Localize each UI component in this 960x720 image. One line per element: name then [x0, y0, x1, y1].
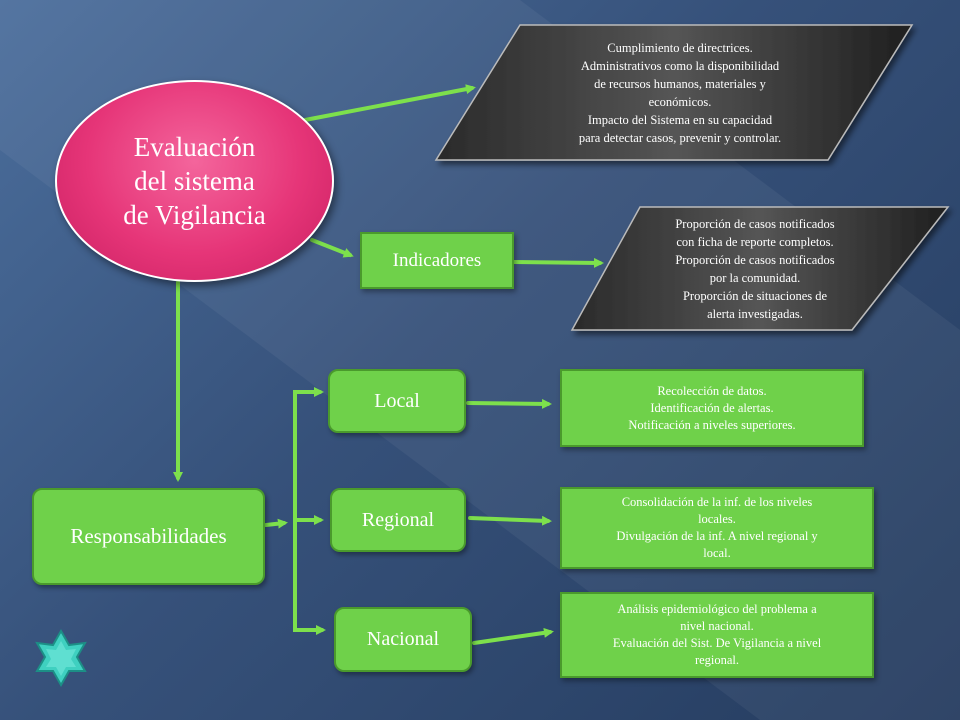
regional-line: local. [703, 546, 731, 560]
indicadores-line: alerta investigadas. [707, 307, 803, 321]
directrices-line: Administrativos como la disponibilidad [580, 59, 780, 73]
local-text-box: Recolección de datos. Identificación de … [560, 369, 864, 447]
indicadores-node: Indicadores [360, 232, 514, 289]
directrices-parallelogram [434, 24, 914, 161]
arrow-nacional-to-box [472, 627, 554, 645]
arrow-indicadores-to-box [512, 257, 604, 268]
indicadores-text-box: Proporción de casos notificados con fich… [630, 210, 880, 328]
indicadores-line: Proporción de situaciones de [682, 289, 828, 303]
arrow-main-to-indicadores [310, 238, 354, 258]
local-line: Notificación a niveles superiores. [628, 417, 796, 432]
indicadores-line: Proporción de casos notificados [675, 253, 835, 267]
directrices-line: de recursos humanos, materiales y [594, 77, 766, 91]
arrow-main-to-directrices [303, 84, 476, 122]
regional-line: locales. [698, 512, 736, 526]
indicadores-label: Indicadores [392, 249, 482, 271]
indicadores-parallelogram [570, 206, 950, 331]
regional-text-box: Consolidación de la inf. de los niveles … [560, 487, 874, 569]
directrices-box: Cumplimiento de directrices. Administrat… [520, 30, 840, 156]
local-line: Identificación de alertas. [650, 400, 774, 415]
nacional-text-box: Análisis epidemiológico del problema a n… [560, 592, 874, 678]
main-line-3: de Vigilancia [123, 200, 266, 230]
nacional-label: Nacional [366, 628, 440, 650]
local-label: Local [374, 389, 420, 412]
nacional-node: Nacional [334, 607, 472, 672]
indicadores-line: por la comunidad. [709, 271, 801, 285]
arrow-local-to-box [466, 398, 552, 409]
regional-line: Divulgación de la inf. A nivel regional … [616, 529, 818, 543]
regional-label: Regional [361, 508, 435, 531]
arrow-regional-to-box [468, 515, 552, 526]
evaluacion-node: Evaluación del sistema de Vigilancia [55, 80, 334, 282]
directrices-line: Cumplimiento de directrices. [607, 41, 753, 55]
main-line-1: Evaluación [133, 132, 256, 162]
directrices-line: para detectar casos, prevenir y controla… [578, 131, 782, 145]
indicadores-line: con ficha de reporte completos. [676, 235, 834, 249]
star-icon [35, 628, 87, 688]
arrow-resp-to-bracket [264, 518, 288, 529]
nacional-line: regional. [694, 653, 740, 667]
regional-line: Consolidación de la inf. de los niveles [621, 495, 813, 509]
regional-node: Regional [330, 488, 466, 552]
local-node: Local [328, 369, 466, 433]
bracket-vertical [293, 390, 322, 632]
responsabilidades-label: Responsabilidades [70, 524, 227, 548]
nacional-line: Evaluación del Sist. De Vigilancia a niv… [612, 636, 822, 650]
nacional-line: Análisis epidemiológico del problema a [617, 602, 817, 616]
main-line-2: del sistema [134, 166, 255, 196]
responsabilidades-node: Responsabilidades [32, 488, 265, 585]
directrices-line: Impacto del Sistema en su capacidad [587, 113, 773, 127]
nacional-line: nivel nacional. [680, 619, 754, 633]
local-line: Recolección de datos. [657, 383, 767, 398]
directrices-line: económicos. [648, 95, 712, 109]
indicadores-line: Proporción de casos notificados [675, 217, 835, 231]
